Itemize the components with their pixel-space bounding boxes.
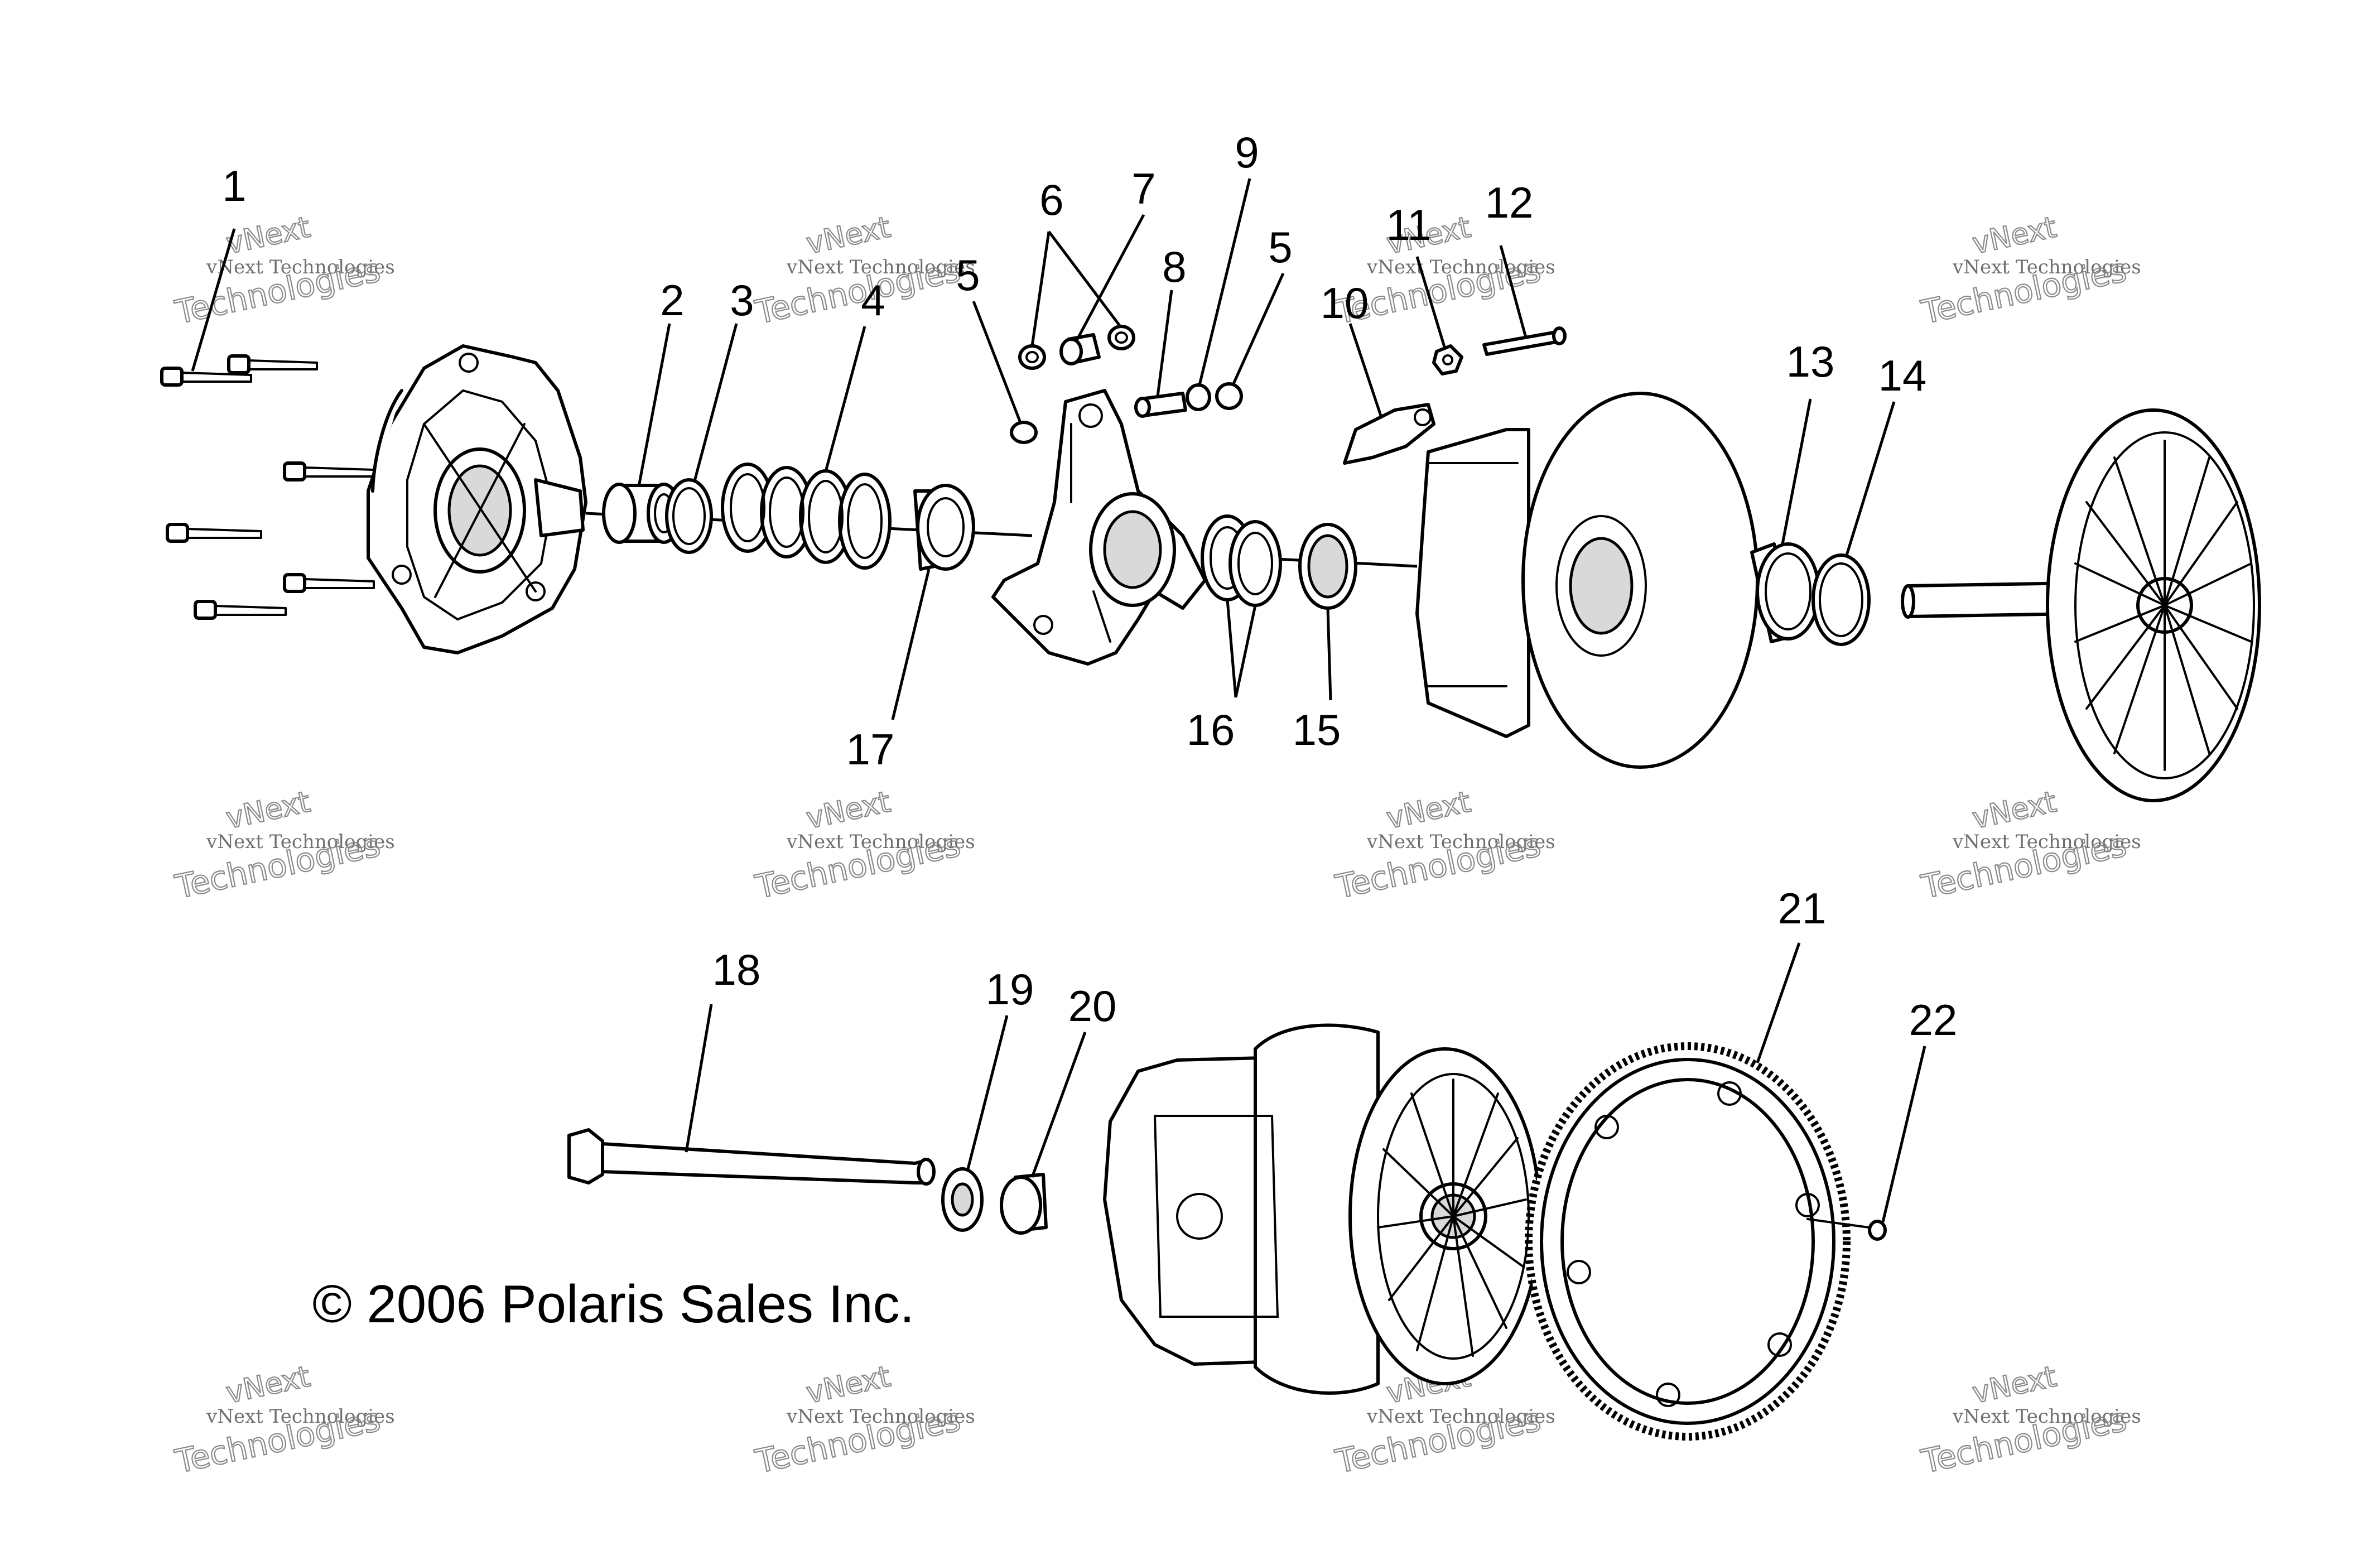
watermark: vNext vNext Technologies Technologies <box>1918 1359 2141 1481</box>
part-3-ring <box>665 478 713 554</box>
svg-text:vNext Technologies: vNext Technologies <box>206 1405 395 1428</box>
watermark: vNext vNext Technologies Technologies <box>171 1359 395 1481</box>
leader-lines <box>191 178 1926 1222</box>
svg-text:vNext Technologies: vNext Technologies <box>1366 1405 1555 1428</box>
sheave-spokes <box>2074 440 2252 771</box>
callout-19: 19 <box>986 965 1034 1014</box>
callout-22: 22 <box>1909 995 1958 1044</box>
copyright-notice: © 2006 Polaris Sales Inc. <box>312 1274 914 1334</box>
part-16-washers <box>1201 514 1282 607</box>
part-13-bushing <box>1750 542 1820 643</box>
part-5-plug <box>1215 382 1243 410</box>
svg-text:vNext: vNext <box>223 210 313 261</box>
svg-text:vNext Technologies: vNext Technologies <box>786 256 975 278</box>
callout-21: 21 <box>1778 884 1827 933</box>
part-14-ring <box>1812 553 1871 646</box>
watermark: vNext vNext Technologies Technologies <box>751 210 975 332</box>
callout-2: 2 <box>660 276 684 325</box>
bolt <box>194 600 287 620</box>
callout-18: 18 <box>712 945 761 994</box>
fixed-sheave <box>1901 408 2261 802</box>
svg-text:vNext Technologies: vNext Technologies <box>1952 1405 2141 1428</box>
svg-text:vNext Technologies: vNext Technologies <box>1366 256 1555 278</box>
callout-labels: 1 2 3 4 5 6 7 8 9 5 10 11 12 13 14 17 16… <box>222 128 1957 1044</box>
part-15-seal <box>1298 523 1357 610</box>
callout-5: 5 <box>956 251 980 300</box>
watermark: vNext vNext Technologies Technologies <box>1332 784 1555 907</box>
callout-15: 15 <box>1293 705 1341 754</box>
bolt <box>283 573 375 593</box>
part-21-ring-gear <box>1525 1042 1851 1441</box>
assembled-clutch <box>1103 1023 1541 1395</box>
assembled-spokes <box>1377 1078 1527 1357</box>
spider <box>991 389 1207 666</box>
svg-text:vNext: vNext <box>803 210 893 261</box>
callout-1: 1 <box>222 161 246 210</box>
part-17-spacer <box>913 484 975 571</box>
callout-3: 3 <box>730 276 754 325</box>
callout-4: 4 <box>861 276 885 325</box>
watermark: vNext vNext Technologies Technologies <box>171 210 395 332</box>
part-4-spring <box>721 463 892 570</box>
bolt <box>166 523 262 543</box>
part-22-screw <box>1806 1218 1887 1241</box>
callout-17: 17 <box>846 725 895 774</box>
part-11-nut <box>1432 344 1463 375</box>
callout-7: 7 <box>1131 164 1155 213</box>
svg-text:vNext: vNext <box>1384 785 1473 835</box>
callout-6: 6 <box>1039 175 1063 224</box>
svg-text:vNext Technologies: vNext Technologies <box>206 831 395 853</box>
part-18-bolt <box>567 1128 936 1186</box>
part-1-bolts <box>160 354 375 620</box>
svg-text:vNext Technologies: vNext Technologies <box>1952 831 2141 853</box>
svg-text:vNext: vNext <box>1969 785 2059 835</box>
svg-text:vNext: vNext <box>1969 1360 2059 1410</box>
watermark: vNext vNext Technologies Technologies <box>751 1359 975 1481</box>
bolt <box>283 461 375 481</box>
part-12-pin <box>1482 326 1567 356</box>
part-7-roller <box>1059 333 1101 365</box>
movable-sheave <box>1415 392 1759 769</box>
watermark: vNext vNext Technologies Technologies <box>171 784 395 907</box>
callout-16: 16 <box>1187 705 1235 754</box>
callout-8: 8 <box>1162 242 1186 291</box>
part-19-washer <box>941 1167 984 1232</box>
svg-text:vNext: vNext <box>223 785 313 835</box>
svg-text:vNext Technologies: vNext Technologies <box>786 831 975 853</box>
clutch-cover <box>367 344 587 654</box>
part-6-washer <box>1107 325 1135 350</box>
callout-14: 14 <box>1878 351 1927 400</box>
watermark: vNext vNext Technologies Technologies <box>751 784 975 907</box>
svg-text:vNext Technologies: vNext Technologies <box>1952 256 2141 278</box>
callout-10: 10 <box>1321 278 1369 328</box>
part-10-weight <box>1343 403 1435 465</box>
part-20-bushing <box>1000 1173 1048 1235</box>
bolt <box>160 367 252 387</box>
watermark: vNext vNext Technologies Technologies <box>1918 210 2141 332</box>
callout-13: 13 <box>1786 337 1835 386</box>
callout-12: 12 <box>1485 178 1534 227</box>
part-5-plug <box>1010 421 1038 444</box>
part-8-pin <box>1134 392 1187 418</box>
callout-5b: 5 <box>1268 223 1292 272</box>
svg-text:vNext: vNext <box>1969 210 2059 261</box>
bolt <box>227 354 318 374</box>
callout-9: 9 <box>1235 128 1259 177</box>
callout-11: 11 <box>1386 200 1432 249</box>
svg-text:vNext: vNext <box>803 785 893 835</box>
svg-text:vNext Technologies: vNext Technologies <box>1366 831 1555 853</box>
svg-text:vNext: vNext <box>223 1360 313 1410</box>
svg-text:vNext Technologies: vNext Technologies <box>206 256 395 278</box>
part-9-plug <box>1186 383 1211 411</box>
callout-20: 20 <box>1068 981 1117 1031</box>
svg-text:vNext: vNext <box>803 1360 893 1410</box>
svg-text:vNext Technologies: vNext Technologies <box>786 1405 975 1428</box>
part-6-washer <box>1018 344 1046 370</box>
watermark: vNext vNext Technologies Technologies <box>1918 784 2141 907</box>
